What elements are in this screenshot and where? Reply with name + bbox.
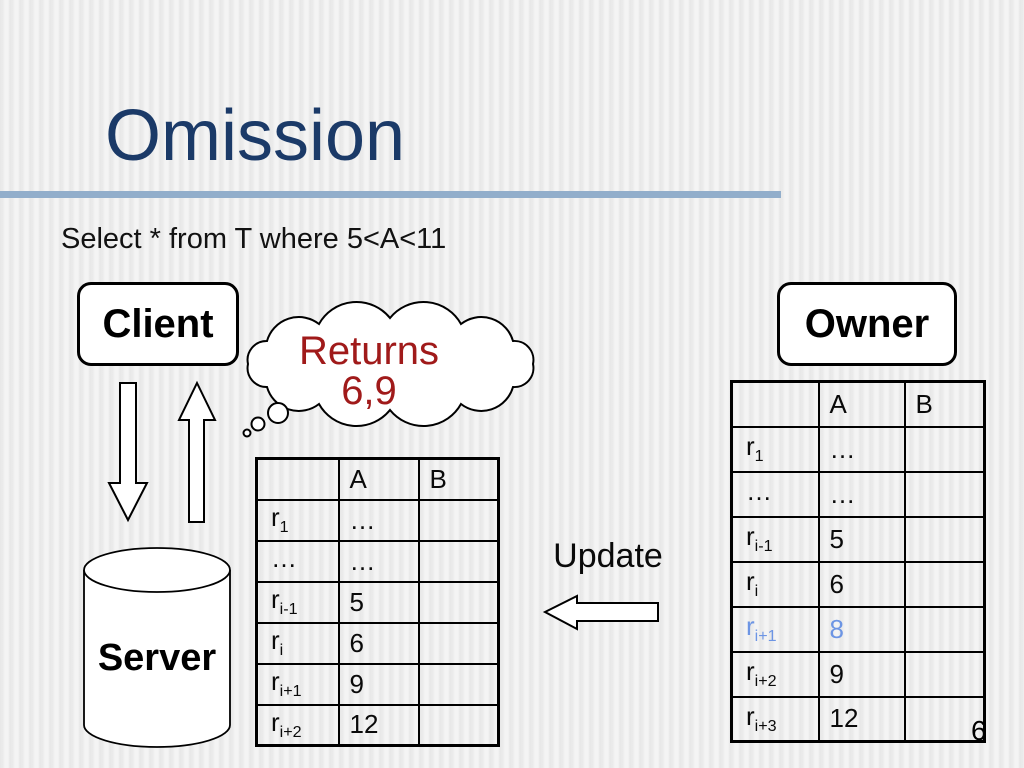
cloud-callout-text: Returns 6,9 bbox=[249, 331, 489, 411]
cell-a: 5 bbox=[337, 580, 420, 624]
server-table: A B r1 … … … ri-1 5 ri 6 bbox=[255, 457, 500, 747]
client-node: Client bbox=[77, 282, 239, 366]
cell-a: 9 bbox=[817, 650, 906, 698]
owner-table: A B r1 … … … ri-1 5 ri 6 bbox=[730, 380, 986, 743]
owner-table-header-row: A B bbox=[730, 380, 986, 428]
owner-node: Owner bbox=[777, 282, 957, 366]
cell-b bbox=[417, 703, 500, 747]
table-row: … … bbox=[730, 470, 986, 518]
client-node-label: Client bbox=[102, 301, 214, 346]
page-number: 6 bbox=[971, 715, 987, 746]
cell-a: 6 bbox=[337, 621, 420, 665]
header-cell-b: B bbox=[417, 457, 500, 501]
callout-line1: Returns bbox=[298, 329, 440, 373]
cell-b bbox=[903, 425, 986, 473]
update-label: Update bbox=[553, 537, 663, 575]
row-label: … bbox=[730, 470, 820, 518]
cell-a: 6 bbox=[817, 560, 906, 608]
row-label: ri+2 bbox=[255, 703, 340, 747]
header-cell-a: A bbox=[817, 380, 906, 428]
cell-b bbox=[903, 695, 986, 743]
table-row: ri+3 12 bbox=[730, 695, 986, 743]
cell-b bbox=[417, 621, 500, 665]
cell-b bbox=[903, 650, 986, 698]
table-row: ri 6 bbox=[255, 621, 500, 665]
server-node-label: Server bbox=[97, 637, 217, 679]
table-row: ri+2 12 bbox=[255, 703, 500, 747]
sql-query-text: Select * from T where 5<A<11 bbox=[61, 223, 447, 255]
table-row: ri+2 9 bbox=[730, 650, 986, 698]
title-underline bbox=[0, 191, 781, 198]
table-row: r1 … bbox=[730, 425, 986, 473]
cell-b bbox=[417, 498, 500, 542]
row-label: ri+1 bbox=[255, 662, 340, 706]
cell-b bbox=[903, 560, 986, 608]
header-cell bbox=[730, 380, 820, 428]
owner-node-label: Owner bbox=[804, 301, 930, 346]
cell-b bbox=[903, 515, 986, 563]
cell-b bbox=[903, 470, 986, 518]
row-label: ri bbox=[255, 621, 340, 665]
cell-a: 9 bbox=[337, 662, 420, 706]
cell-b bbox=[417, 662, 500, 706]
cell-b bbox=[903, 605, 986, 653]
table-row: r1 … bbox=[255, 498, 500, 542]
cell-a: … bbox=[817, 470, 906, 518]
table-row: ri+1 9 bbox=[255, 662, 500, 706]
row-label: r1 bbox=[730, 425, 820, 473]
cell-a: … bbox=[337, 539, 420, 583]
callout-line2: 6,9 bbox=[341, 369, 397, 413]
cell-a: 5 bbox=[817, 515, 906, 563]
row-label: ri+1 bbox=[730, 605, 820, 653]
server-table-header-row: A B bbox=[255, 457, 500, 501]
cell-a: 8 bbox=[817, 605, 906, 653]
cell-a: … bbox=[817, 425, 906, 473]
row-label: … bbox=[255, 539, 340, 583]
cell-a: 12 bbox=[337, 703, 420, 747]
slide-title: Omission bbox=[105, 96, 406, 176]
header-cell bbox=[255, 457, 340, 501]
block-arrow-up-icon bbox=[177, 380, 217, 523]
row-label: ri+3 bbox=[730, 695, 820, 743]
row-label: ri-1 bbox=[255, 580, 340, 624]
row-label: ri-1 bbox=[730, 515, 820, 563]
cell-a: 12 bbox=[817, 695, 906, 743]
cell-b bbox=[417, 539, 500, 583]
cell-b bbox=[417, 580, 500, 624]
table-row: ri 6 bbox=[730, 560, 986, 608]
header-cell-b: B bbox=[903, 380, 986, 428]
block-arrow-left-icon bbox=[542, 594, 659, 631]
cell-a: … bbox=[337, 498, 420, 542]
row-label: ri bbox=[730, 560, 820, 608]
row-label: ri+2 bbox=[730, 650, 820, 698]
table-row-highlighted: ri+1 8 bbox=[730, 605, 986, 653]
table-row: ri-1 5 bbox=[730, 515, 986, 563]
header-cell-a: A bbox=[337, 457, 420, 501]
block-arrow-down-icon bbox=[107, 382, 149, 523]
row-label: r1 bbox=[255, 498, 340, 542]
table-row: ri-1 5 bbox=[255, 580, 500, 624]
table-row: … … bbox=[255, 539, 500, 583]
